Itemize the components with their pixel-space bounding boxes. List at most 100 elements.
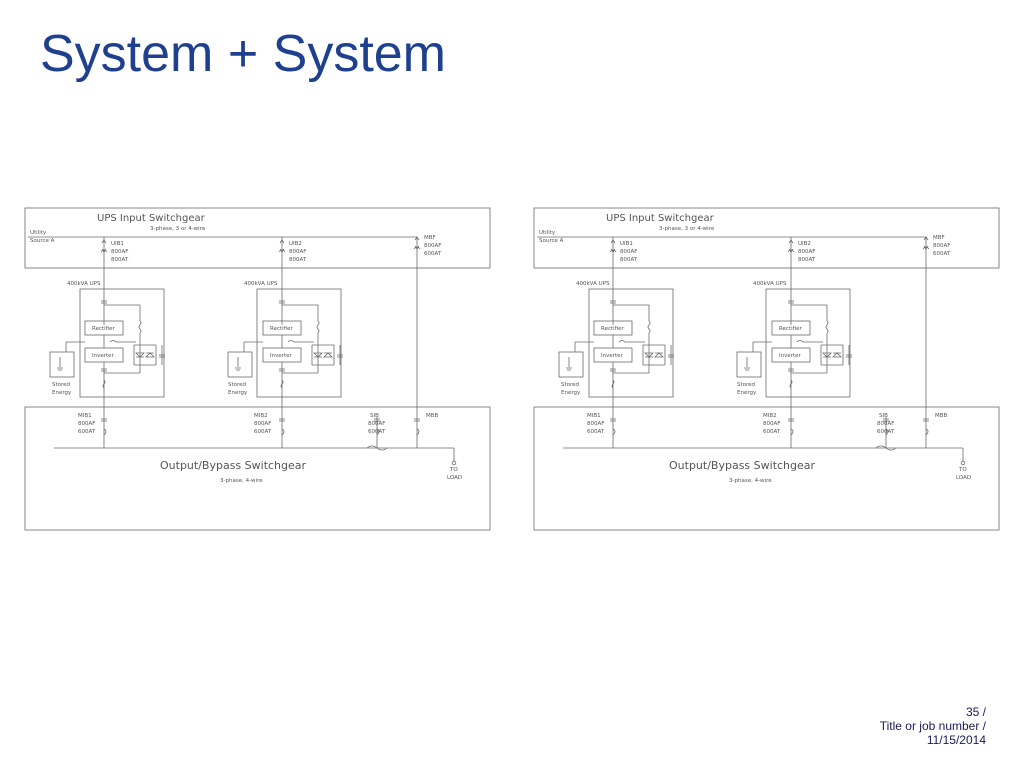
ups2-static-switch xyxy=(825,320,829,334)
ups2-dc-link xyxy=(796,340,823,343)
input-switchgear-subtitle: 3-phase, 3 or 4-wire xyxy=(659,226,715,232)
slide-footer: 35 / Title or job number / 11/15/2014 xyxy=(880,705,986,747)
uib2-label: UIB2 xyxy=(798,241,811,247)
mib1-trip: 600AT xyxy=(587,429,605,435)
ups1-stored-label: Stored xyxy=(52,382,70,388)
ups2-stored-label: Stored xyxy=(228,382,246,388)
mib1-label: MIB1 xyxy=(587,413,601,419)
load-terminal xyxy=(960,460,966,466)
uib1-label: UIB1 xyxy=(620,241,633,247)
ups1-rectifier-label: Rectifier xyxy=(601,326,625,332)
ups1-scr-pair xyxy=(135,352,155,358)
sib-frame: 800AF xyxy=(877,421,894,427)
uib2-trip: 800AT xyxy=(798,257,816,263)
input-switchgear-box xyxy=(24,207,491,269)
sib-breaker-symbol xyxy=(374,418,380,436)
mib2-frame: 800AF xyxy=(254,421,271,427)
one-line-diagram-left: UPS Input Switchgear 3-phase, 3 or 4-wir… xyxy=(22,205,492,535)
ups2-output-contact xyxy=(279,368,285,372)
ups1-label: 400kVA UPS xyxy=(576,281,610,287)
ups2-rectifier-label: Rectifier xyxy=(779,326,803,332)
ups2-battery-symbol xyxy=(744,357,750,371)
ups2-label: 400kVA UPS xyxy=(753,281,787,287)
sib-frame: 800AF xyxy=(368,421,385,427)
input-switchgear-title: UPS Input Switchgear xyxy=(97,213,206,224)
uib1-trip: 800AT xyxy=(111,257,129,263)
sib-label: SIB xyxy=(370,413,379,419)
ups2-battery-symbol xyxy=(235,357,241,371)
output-switchgear-box xyxy=(24,406,491,531)
ups2-rectifier-label: Rectifier xyxy=(270,326,294,332)
uib1-frame: 800AF xyxy=(620,249,637,255)
mbf-frame: 800AF xyxy=(424,243,441,249)
ups2-box xyxy=(256,288,342,398)
ups2-scr-pair xyxy=(313,352,333,358)
ups2-energy-label: Energy xyxy=(228,390,248,396)
ups2-stored-energy-box xyxy=(227,351,253,378)
uib1-trip: 800AT xyxy=(620,257,638,263)
ups1-stored-label: Stored xyxy=(561,382,579,388)
uib2-breaker-symbol xyxy=(787,239,795,253)
uib2-breaker-symbol xyxy=(278,239,286,253)
mib2-trip: 600AT xyxy=(763,429,781,435)
mib1-trip: 600AT xyxy=(78,429,96,435)
ups1-static-switch xyxy=(647,320,651,334)
utility-label: Utility xyxy=(539,230,556,236)
slide-title: System + System xyxy=(40,25,446,83)
ups2-stored-label: Stored xyxy=(737,382,755,388)
mib2-frame: 800AF xyxy=(763,421,780,427)
input-switchgear-box xyxy=(533,207,1000,269)
mib1-breaker-symbol xyxy=(101,418,107,436)
output-switchgear-box xyxy=(533,406,1000,531)
mbf-label: MBF xyxy=(933,235,945,241)
ups1-energy-label: Energy xyxy=(52,390,72,396)
ups2-scr-pair xyxy=(822,352,842,358)
ups1-energy-label: Energy xyxy=(561,390,581,396)
ups1-input-contact xyxy=(101,300,107,304)
ups1-output-contact xyxy=(101,368,107,372)
source-label: Source A xyxy=(539,238,564,244)
sib-label: SIB xyxy=(879,413,888,419)
ups1-inverter-label: Inverter xyxy=(92,353,115,359)
ups1-battery-symbol xyxy=(566,357,572,371)
ups1-output-fuse xyxy=(102,379,106,389)
output-switchgear-subtitle: 3-phase, 4-wire xyxy=(220,478,263,484)
ups1-label: 400kVA UPS xyxy=(67,281,101,287)
mib2-trip: 600AT xyxy=(254,429,272,435)
output-switchgear-title: Output/Bypass Switchgear xyxy=(669,459,816,472)
ups1-scr-pair xyxy=(644,352,664,358)
output-switchgear-subtitle: 3-phase, 4-wire xyxy=(729,478,772,484)
mib1-frame: 800AF xyxy=(78,421,95,427)
sib-breaker-symbol xyxy=(883,418,889,436)
mbf-breaker-symbol xyxy=(922,236,930,250)
mib2-breaker-symbol xyxy=(279,418,285,436)
ups2-inverter-label: Inverter xyxy=(270,353,293,359)
uib1-frame: 800AF xyxy=(111,249,128,255)
ups1-cap xyxy=(159,354,165,358)
sib-tie-symbol xyxy=(366,445,388,451)
to-label: TO xyxy=(449,467,458,473)
ups2-output-fuse xyxy=(789,379,793,389)
sib-trip: 600AT xyxy=(877,429,895,435)
slide-date: 11/15/2014 xyxy=(926,733,986,747)
input-switchgear-title: UPS Input Switchgear xyxy=(606,213,715,224)
mib1-label: MIB1 xyxy=(78,413,92,419)
ups1-box xyxy=(79,288,165,398)
sib-trip: 600AT xyxy=(368,429,386,435)
ups1-dc-link xyxy=(109,340,136,343)
ups2-input-contact xyxy=(279,300,285,304)
to-label: TO xyxy=(958,467,967,473)
ups2-inverter-label: Inverter xyxy=(779,353,802,359)
ups1-rectifier-label: Rectifier xyxy=(92,326,116,332)
sib-tie-symbol xyxy=(875,445,897,451)
ups2-dc-link xyxy=(287,340,314,343)
one-line-diagram-right: UPS Input Switchgear 3-phase, 3 or 4-wir… xyxy=(531,205,1001,535)
ups2-energy-label: Energy xyxy=(737,390,757,396)
uib1-label: UIB1 xyxy=(111,241,124,247)
ups1-dc-link xyxy=(618,340,645,343)
ups2-input-contact xyxy=(788,300,794,304)
ups1-box xyxy=(588,288,674,398)
ups2-output-fuse xyxy=(280,379,284,389)
ups1-static-switch xyxy=(138,320,142,334)
ups1-output-contact xyxy=(610,368,616,372)
